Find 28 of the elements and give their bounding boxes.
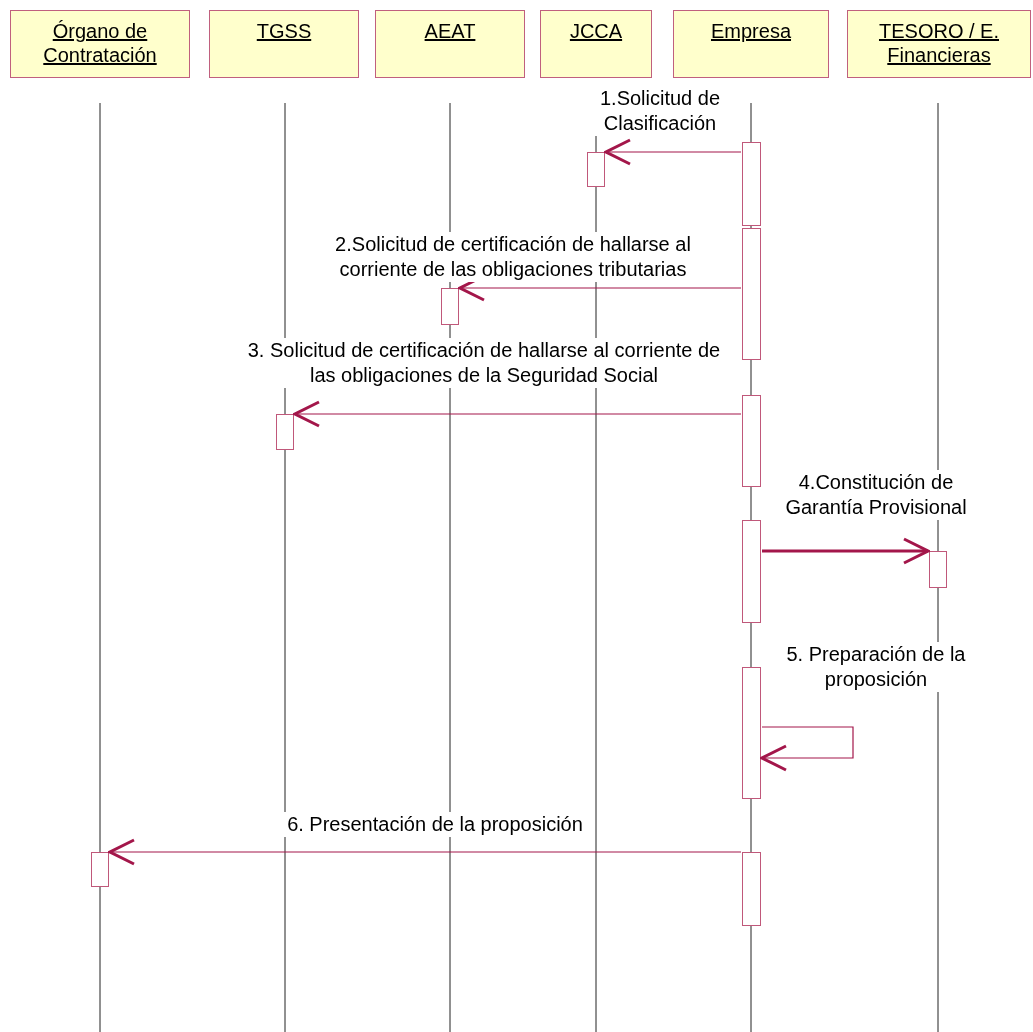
activation-bar	[587, 152, 605, 187]
activation-bar	[441, 288, 459, 325]
lifeline-header-box	[209, 10, 359, 78]
participant-name: Empresa	[710, 19, 792, 43]
lifeline-header-box	[375, 10, 525, 78]
message-arrow	[108, 838, 742, 866]
activation-bar	[742, 395, 761, 487]
message-arrow	[762, 537, 930, 565]
activation-bar	[742, 142, 761, 226]
message-arrow	[760, 726, 854, 772]
participant-name: TGSS	[255, 19, 313, 43]
participant-name: JCCA	[568, 19, 624, 43]
message-arrow	[293, 400, 742, 428]
activation-bar	[742, 520, 761, 623]
lifeline-header-box	[673, 10, 829, 78]
lifeline-header-box	[847, 10, 1031, 78]
activation-bar	[742, 228, 761, 360]
message-arrow	[604, 138, 742, 166]
activation-bar	[742, 667, 761, 799]
participant-name: TESORO / E. Financieras	[878, 19, 1000, 67]
activation-bar	[91, 852, 109, 887]
participant-name: Órgano de Contratación	[42, 19, 158, 67]
activation-bar	[929, 551, 947, 588]
activation-bar	[276, 414, 294, 450]
lifeline-header-box	[540, 10, 652, 78]
lifeline-header-box	[10, 10, 190, 78]
activation-bar	[742, 852, 761, 926]
participant-name: AEAT	[423, 19, 477, 43]
